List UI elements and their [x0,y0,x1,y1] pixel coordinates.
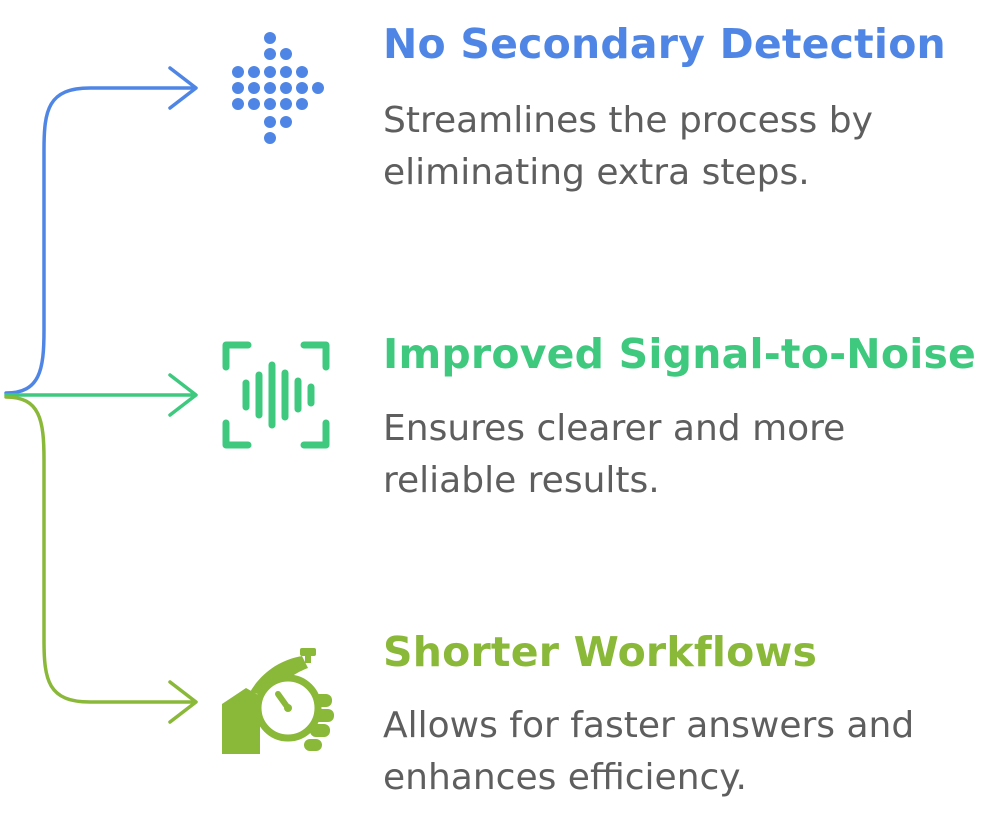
audio-wave-scan-icon [216,335,336,455]
description-line: eliminating extra steps. [383,152,810,193]
description-line: reliable results. [383,460,660,501]
item-title-no-secondary-detection: No Secondary Detection [383,20,946,68]
dot-arrow-icon [216,28,336,148]
item-description-shorter-workflows: Allows for faster answers and enhances e… [383,700,983,804]
item-description-no-secondary-detection: Streamlines the process by eliminating e… [383,95,983,199]
description-line: Ensures clearer and more [383,408,846,449]
item-description-improved-signal-to-noise: Ensures clearer and more reliable result… [383,403,983,507]
arrowhead-middle [168,373,198,417]
arrowhead-top [168,66,198,110]
item-title-shorter-workflows: Shorter Workflows [383,628,818,676]
item-title-improved-signal-to-noise: Improved Signal-to-Noise [383,330,977,378]
description-line: enhances efficiency. [383,757,747,798]
branch-line-bottom [4,395,197,704]
description-line: Streamlines the process by [383,100,873,141]
hand-stopwatch-icon [216,642,336,762]
branch-line-top [4,86,197,395]
arrowhead-bottom [168,680,198,724]
description-line: Allows for faster answers and [383,705,915,746]
